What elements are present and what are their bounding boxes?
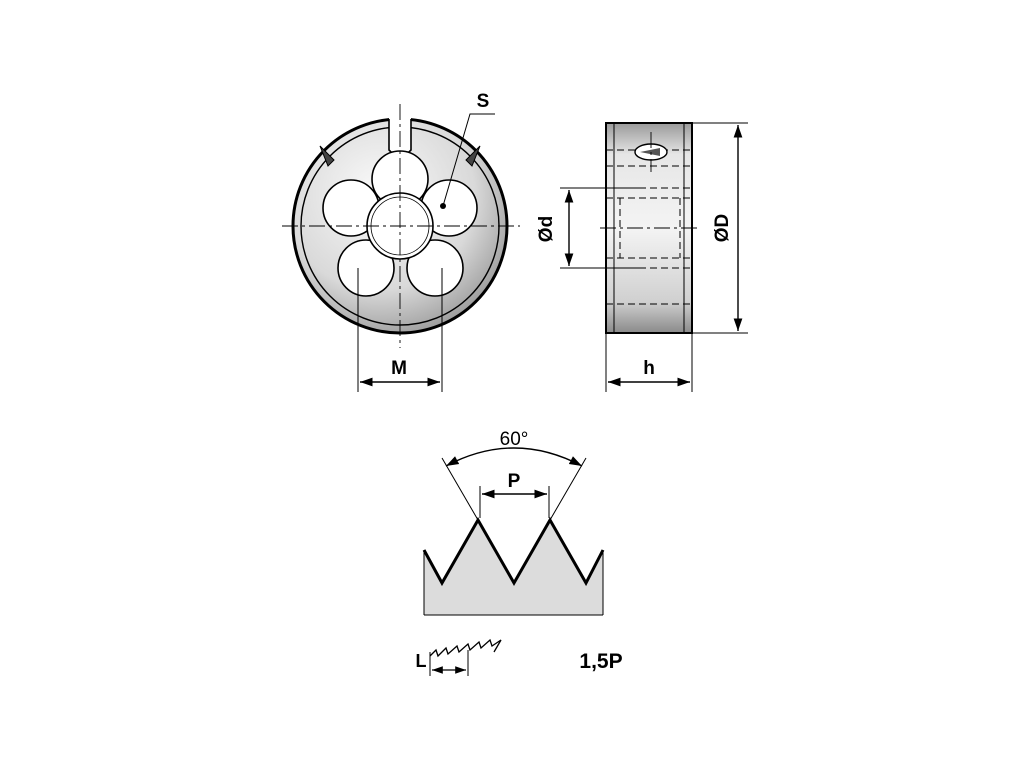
chamfer-detail: L 1,5P (416, 638, 623, 676)
d-dimension (560, 187, 640, 269)
bore-diameter-label: Ød (536, 216, 557, 242)
thread-angle-label: 60° (500, 429, 529, 450)
chamfer-thread-sketch (429, 638, 502, 658)
D-dimension (692, 122, 748, 334)
screw-notch-right (465, 145, 481, 167)
thread-profile-shape (424, 520, 603, 615)
front-center-lines (282, 104, 520, 348)
side-center-lines (600, 132, 698, 229)
chamfer-length-label: L (416, 651, 427, 671)
angle-dimension (441, 447, 587, 521)
slot-label: S (477, 91, 490, 112)
outer-diameter-label: ØD (712, 214, 733, 243)
s-leader (442, 113, 495, 207)
side-view: Ød ØD h (536, 122, 748, 392)
front-view: S M (282, 91, 520, 392)
h-dimension (605, 333, 693, 392)
m-dimension (357, 268, 443, 392)
pitch-label: P (508, 471, 521, 492)
thread-size-label: M (391, 358, 407, 379)
thread-profile: 60° P (422, 429, 605, 616)
thickness-label: h (643, 358, 655, 379)
chamfer-value-label: 1,5P (579, 650, 622, 673)
pitch-dimension (479, 486, 550, 518)
screw-notch-left (319, 145, 335, 167)
